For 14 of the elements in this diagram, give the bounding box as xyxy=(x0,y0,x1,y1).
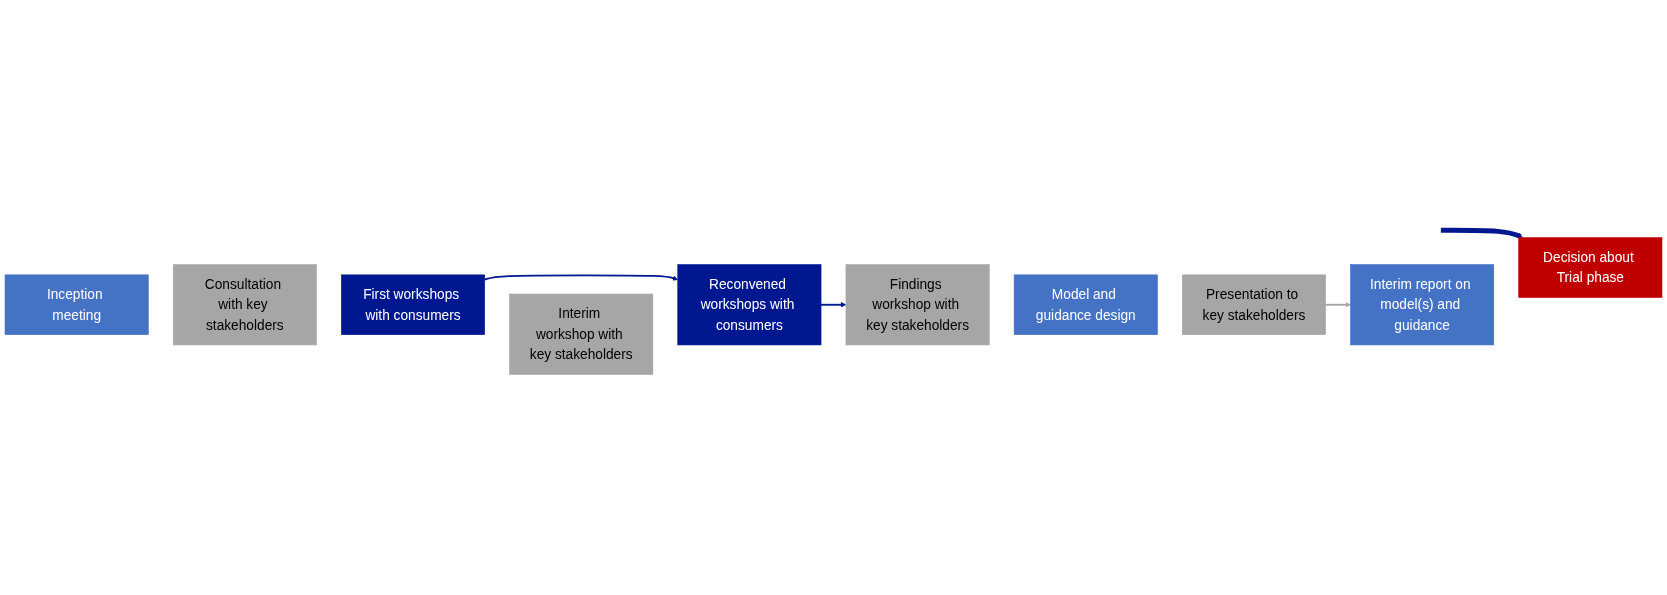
node-box: Findings workshop with key stakeholders xyxy=(845,264,990,346)
node-box: First workshops with consumers xyxy=(341,274,485,335)
node-box: Interim report on model(s) and guidance xyxy=(1350,264,1495,346)
node-box: Reconvened workshops with consumers xyxy=(677,264,822,346)
node-box: Model and guidance design xyxy=(1013,274,1158,335)
node-box: Consultation with key stakeholders xyxy=(172,264,317,346)
node-box: Interim workshop with key stakeholders xyxy=(509,293,654,375)
node-box: Presentation to key stakeholders xyxy=(1182,274,1326,335)
arrow xyxy=(1440,227,1524,239)
arrow xyxy=(1324,301,1351,308)
node-box: Decision about Trial phase xyxy=(1518,237,1663,298)
arrow xyxy=(820,301,847,308)
node-box: Inception meeting xyxy=(4,274,149,335)
arrow xyxy=(483,274,678,281)
